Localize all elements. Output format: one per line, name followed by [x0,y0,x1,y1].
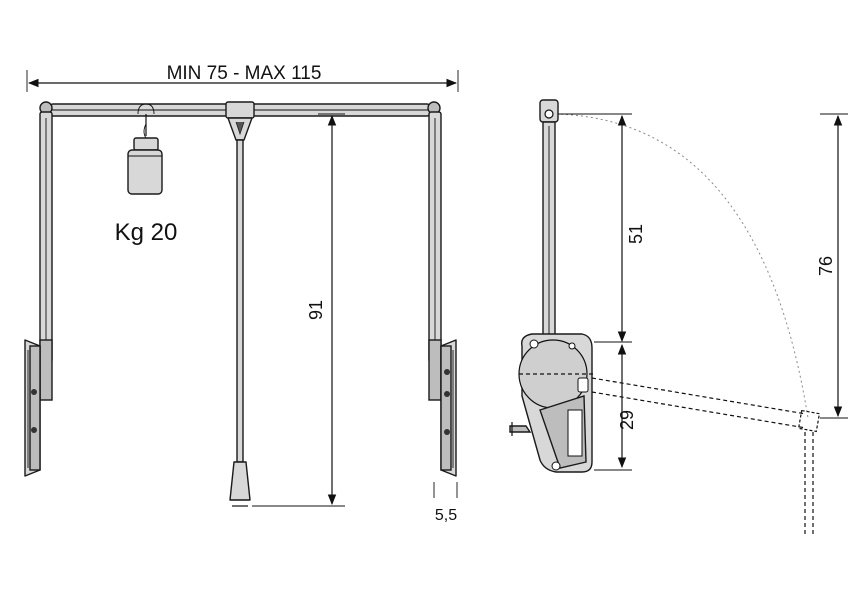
width-dimension: MIN 75 - MAX 115 [26,63,459,92]
lower-arm-label: 29 [617,410,637,430]
height-dimension: 91 [252,113,345,507]
swing-height-dimension: 76 [816,113,848,419]
mechanism-housing [509,333,595,473]
side-view: 51 29 76 [509,99,848,536]
bracket-depth-label: 5,5 [435,507,457,524]
right-wall-bracket [440,339,457,477]
left-wall-bracket [24,339,41,477]
front-view: MIN 75 - MAX 115 [24,63,459,524]
swing-height-label: 76 [816,256,836,276]
bracket-depth-dimension: 5,5 [433,482,458,524]
width-label: MIN 75 - MAX 115 [167,63,322,84]
height-label: 91 [306,300,326,320]
lower-arm-dimension: 29 [594,341,637,471]
swing-arc [555,113,809,419]
lowered-arm-position [591,377,821,536]
right-arm [428,111,442,401]
upper-arm-label: 51 [626,224,646,244]
side-arm [539,99,559,353]
pull-rod [225,101,255,507]
load-label: Kg 20 [115,219,178,246]
left-arm [39,111,53,401]
weight-illustration: Kg 20 [115,103,178,246]
upper-arm-dimension: 51 [558,113,646,343]
